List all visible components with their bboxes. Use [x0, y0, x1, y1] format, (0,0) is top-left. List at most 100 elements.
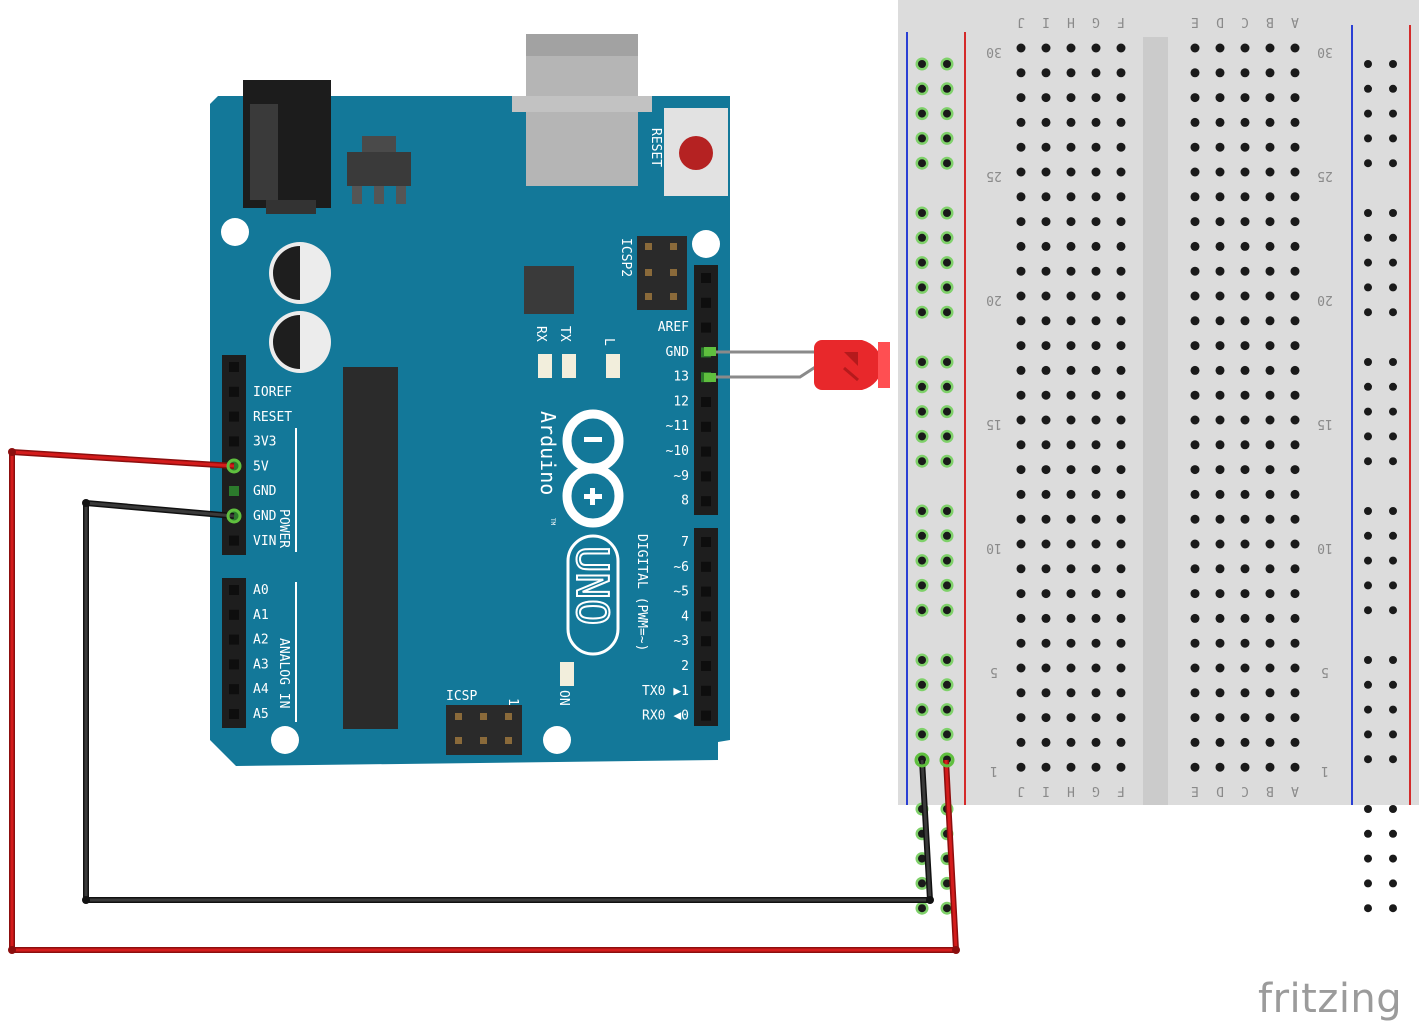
pin-label: A3 [253, 657, 269, 672]
rail-hole [1389, 283, 1397, 292]
breadboard-hole [1240, 589, 1250, 599]
breadboard-hole [1091, 440, 1101, 450]
reset-button[interactable] [664, 108, 728, 196]
mounting-hole [221, 218, 249, 246]
breadboard-hole [1240, 415, 1250, 425]
rail-hole [918, 581, 926, 590]
pin-label: 3V3 [253, 435, 276, 450]
rail-hole [918, 507, 926, 515]
rail-hole [943, 358, 951, 366]
breadboard-hole [1041, 266, 1051, 276]
rail-hole [943, 680, 951, 689]
rail-hole [918, 879, 926, 888]
breadboard-hole [1265, 291, 1275, 301]
breadboard-hole [1190, 514, 1200, 524]
pin-label: GND [666, 345, 690, 360]
pin-label: ~3 [673, 634, 689, 649]
breadboard-hole [1116, 93, 1126, 103]
breadboard-hole [1190, 465, 1200, 475]
breadboard-hole [1116, 489, 1126, 499]
breadboard-hole [1066, 142, 1076, 152]
led-body [814, 340, 883, 390]
breadboard-hole [1041, 489, 1051, 499]
rail-hole [1389, 755, 1397, 764]
rail-hole [1364, 556, 1372, 565]
header-pin [229, 535, 239, 546]
rail-hole [1364, 109, 1372, 118]
rail-hole [1389, 109, 1397, 118]
breadboard-hole [1091, 415, 1101, 425]
breadboard-hole [1091, 142, 1101, 152]
breadboard-hole [1190, 341, 1200, 351]
breadboard-hole [1215, 365, 1225, 375]
breadboard-hole [1290, 93, 1300, 103]
breadboard-hole [1041, 291, 1051, 301]
breadboard-hole [1290, 613, 1300, 623]
breadboard-hole [1066, 564, 1076, 574]
breadboard-hole [1290, 415, 1300, 425]
breadboard-hole [1041, 142, 1051, 152]
rail-hole [1364, 84, 1372, 93]
breadboard-hole [1290, 266, 1300, 276]
rail-hole [1364, 730, 1372, 739]
wire-bend [8, 946, 16, 954]
analog-label: ANALOG IN [276, 638, 291, 708]
breadboard-hole [1116, 613, 1126, 623]
breadboard-hole [1016, 365, 1026, 375]
header-pin [701, 661, 711, 671]
breadboard-hole [1041, 688, 1051, 698]
breadboard-hole [1240, 465, 1250, 475]
rail-hole [1364, 805, 1372, 813]
breadboard-hole [1240, 192, 1250, 202]
breadboard-hole [1190, 762, 1200, 772]
rail-hole [1389, 805, 1397, 813]
breadboard-hole [1240, 68, 1250, 78]
brand-label: Arduino [536, 411, 560, 495]
rail-hole [1389, 457, 1397, 466]
pin-label: 8 [681, 494, 689, 509]
breadboard-hole [1066, 713, 1076, 723]
breadboard-hole [1041, 167, 1051, 177]
breadboard-label: 1 [1321, 763, 1329, 778]
breadboard-hole [1066, 663, 1076, 673]
uno-badge [566, 534, 620, 656]
breadboard-hole [1041, 365, 1051, 375]
breadboard-hole [1066, 514, 1076, 524]
breadboard-hole [1116, 291, 1126, 301]
breadboard-hole [1041, 713, 1051, 723]
breadboard-hole [1240, 539, 1250, 549]
rx-led [538, 354, 552, 378]
breadboard-label: 15 [1317, 416, 1333, 431]
breadboard-hole [1240, 266, 1250, 276]
breadboard-hole [1290, 688, 1300, 698]
breadboard-hole [1116, 241, 1126, 251]
breadboard-hole [1091, 688, 1101, 698]
breadboard-hole [1091, 241, 1101, 251]
breadboard-hole [1091, 489, 1101, 499]
breadboard-hole [1265, 167, 1275, 177]
breadboard-hole [1116, 217, 1126, 227]
rail-hole [943, 283, 951, 292]
breadboard-hole [1041, 341, 1051, 351]
breadboard-hole [1265, 465, 1275, 475]
rail-hole [943, 382, 951, 391]
rail-hole [918, 556, 926, 565]
breadboard-hole [1041, 440, 1051, 450]
breadboard-hole [1215, 316, 1225, 326]
pin-label: ~11 [666, 419, 689, 434]
pin-label: ~6 [673, 560, 689, 575]
breadboard-hole [1016, 713, 1026, 723]
breadboard-hole [1290, 514, 1300, 524]
breadboard-hole [1091, 117, 1101, 127]
wires [8, 448, 960, 954]
red-led[interactable] [704, 340, 890, 390]
breadboard-hole [1290, 440, 1300, 450]
breadboard-hole [1016, 167, 1026, 177]
pin-label: TX0 ▶1 [642, 684, 689, 699]
breadboard-hole [1290, 489, 1300, 499]
breadboard-hole [1016, 291, 1026, 301]
header-pin [701, 446, 711, 457]
breadboard-label: H [1067, 14, 1075, 29]
breadboard-hole [1190, 365, 1200, 375]
rail-hole [1389, 358, 1397, 366]
